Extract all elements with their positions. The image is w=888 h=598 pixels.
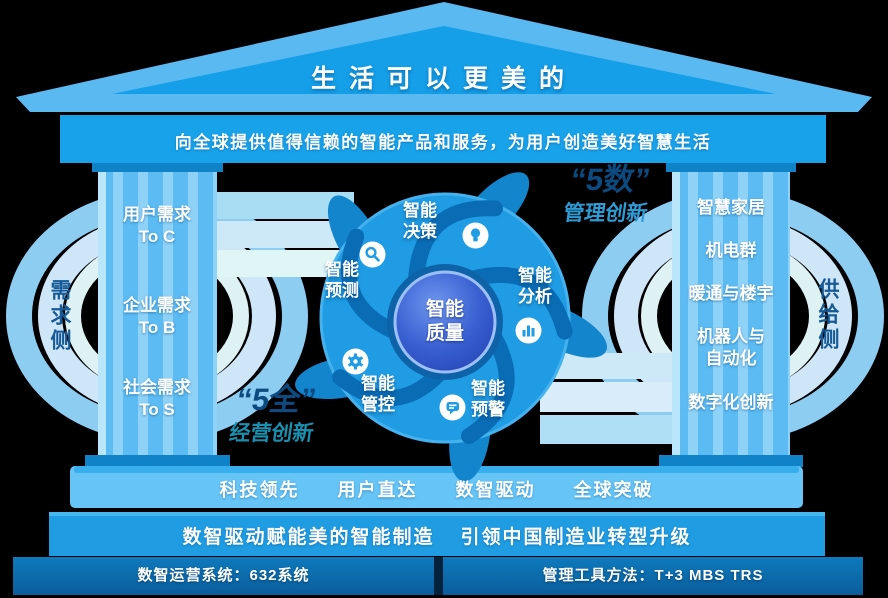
center-label-smart-quality: 智能 质量 [395,298,495,346]
demand-item-line: To B [138,318,176,337]
blade-label-line: 智能 [325,260,359,279]
blade-label-line: 智能 [361,374,395,393]
supply-item-electromechanical: 机电群 [672,240,790,262]
center-label-line: 质量 [425,323,464,344]
mission-statement: 向全球提供值得信赖的智能产品和服务，为用户创造美好智慧生活 [174,133,712,152]
supply-item-digital-innovation: 数字化创新 [672,392,790,414]
blade-label-line: 预警 [471,400,505,419]
gear-icon [342,348,369,375]
slogan-tech-leadership: 科技领先 [219,480,300,500]
supply-item-line: 自动化 [705,349,757,368]
supply-item-hvac-building: 暖通与楼宇 [672,283,790,305]
stylobate-bars [13,466,863,595]
blade-smart-analysis: 智能 分析 [500,265,570,307]
demand-item-line: 用户需求 [123,205,191,224]
right-pillar [659,161,803,467]
management-innovation-callout: “5数” 管理创新 [548,162,669,227]
lightbulb-icon [462,222,489,249]
demand-item-to-b: 企业需求 To B [96,295,218,339]
roof-slogan: 生活可以更美的 [310,65,577,93]
operation-callout-subline: 经营创新 [227,422,316,445]
blade-label-line: 分析 [518,287,552,306]
supply-item-line: 暖通与楼宇 [688,284,774,303]
demand-item-line: 企业需求 [123,296,191,315]
demand-item-to-s: 社会需求 To S [96,377,218,421]
demand-side-label: 需求侧 [48,279,71,354]
blade-label-line: 智能 [403,201,437,220]
banner-right-text: 引领中国制造业转型升级 [460,527,692,548]
blade-label-line: 决策 [403,222,437,241]
banner-left-text: 数智驱动赋能美的智能制造 [182,527,435,548]
supply-item-smart-home: 智慧家居 [672,197,790,219]
supply-item-line: 机电群 [705,241,757,260]
supply-item-line: 智慧家居 [697,198,765,217]
supply-item-line: 机器人与 [697,327,765,346]
slogan-digital-driven: 数智驱动 [455,480,536,500]
supply-item-robotics-automation: 机器人与 自动化 [672,326,790,370]
bar-chart-icon [515,317,542,344]
stylobate-slogans: 科技领先 用户直达 数智驱动 全球突破 [70,476,803,502]
alert-bubble-icon [439,394,466,421]
blade-label-line: 管控 [361,395,395,414]
blade-smart-prediction: 智能 预测 [307,259,377,301]
blade-label-line: 预测 [325,281,359,300]
blade-smart-control: 智能 管控 [343,373,413,415]
mission-beam [60,115,826,163]
operation-innovation-callout: “5全” 经营创新 [214,382,335,447]
blade-label-line: 智能 [471,379,505,398]
center-circle [395,272,495,372]
operation-callout-headline: “5全” [234,382,319,417]
banner: 数智驱动赋能美的智能制造 引领中国制造业转型升级 [49,522,825,549]
supply-side-label: 供给侧 [816,278,839,353]
blade-label-line: 智能 [518,266,552,285]
footer-management-tools: 管理工具方法：T+3 MBS TRS [542,567,764,584]
center-label-line: 智能 [425,299,464,320]
footer-operation-system: 数智运营系统：632系统 [137,567,310,584]
magnifier-icon [359,241,386,268]
footer-divider [434,557,443,595]
management-callout-subline: 管理创新 [561,202,650,225]
blade-smart-alert: 智能 预警 [453,378,523,420]
blade-smart-decision: 智能 决策 [385,200,455,242]
management-callout-headline: “5数” [568,162,653,197]
slogan-global-breakthrough: 全球突破 [573,480,654,500]
demand-item-to-c: 用户需求 To C [96,204,218,248]
demand-item-line: To C [138,227,176,246]
slogan-direct-to-user: 用户直达 [337,480,418,500]
roof [16,2,872,112]
demand-item-line: 社会需求 [123,378,191,397]
left-pillar [85,161,230,467]
supply-item-line: 数字化创新 [688,393,774,412]
demand-item-line: To S [139,400,175,419]
